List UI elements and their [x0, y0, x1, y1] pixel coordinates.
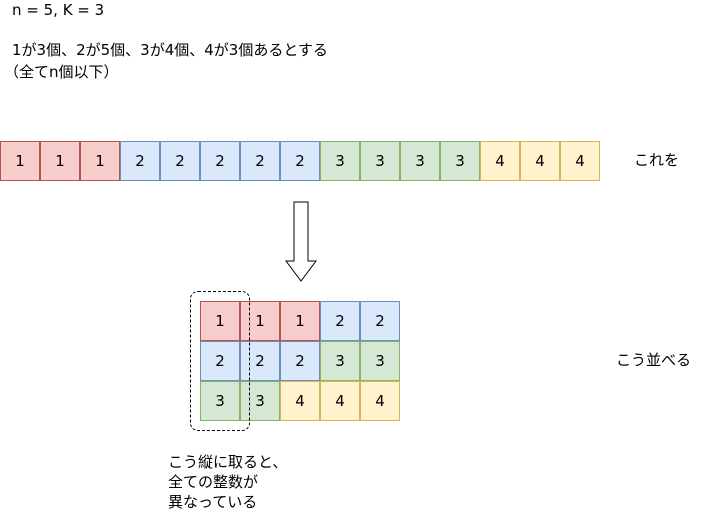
param-text: n = 5, K = 3: [12, 1, 105, 19]
sequence-cell: 3: [440, 141, 480, 181]
grid-cell: 2: [280, 341, 320, 381]
sequence-cell: 4: [560, 141, 600, 181]
sequence-cell: 2: [280, 141, 320, 181]
grid-cell: 1: [200, 301, 240, 341]
sequence-cell: 3: [320, 141, 360, 181]
counts-text: 1が3個、2が5個、3が4個、4が3個あるとする: [12, 41, 328, 59]
note-line-3: 異なっている: [168, 493, 258, 511]
grid-cell: 4: [280, 381, 320, 421]
grid-cell: 4: [360, 381, 400, 421]
sequence-cell: 2: [160, 141, 200, 181]
sequence-cell: 1: [40, 141, 80, 181]
sequence-cell: 3: [360, 141, 400, 181]
sequence-cell: 4: [520, 141, 560, 181]
grid-cell: 2: [200, 341, 240, 381]
sequence-cell: 4: [480, 141, 520, 181]
grid-cell: 2: [360, 301, 400, 341]
grid-cell: 2: [240, 341, 280, 381]
grid-cell: 4: [320, 381, 360, 421]
note-line-2: 全ての整数が: [168, 473, 259, 491]
grid-cell: 3: [240, 381, 280, 421]
sequence-cell: 2: [200, 141, 240, 181]
sequence-cell: 2: [240, 141, 280, 181]
grid-cell: 3: [360, 341, 400, 381]
sequence-cell: 1: [0, 141, 40, 181]
grid-cell: 1: [240, 301, 280, 341]
grid-cell: 1: [280, 301, 320, 341]
down-arrow-icon: [285, 201, 317, 282]
grid-cell: 3: [320, 341, 360, 381]
note-line-1: こう縦に取ると、: [168, 453, 288, 471]
sequence-cell: 3: [400, 141, 440, 181]
grid-cell: 2: [320, 301, 360, 341]
grid-cell: 3: [200, 381, 240, 421]
column-highlight: [190, 291, 250, 431]
sequence-label: これを: [634, 151, 680, 169]
sequence-cell: 2: [120, 141, 160, 181]
constraint-text: （全てn個以下）: [4, 63, 119, 81]
grid-label: こう並べる: [616, 351, 692, 369]
sequence-cell: 1: [80, 141, 120, 181]
